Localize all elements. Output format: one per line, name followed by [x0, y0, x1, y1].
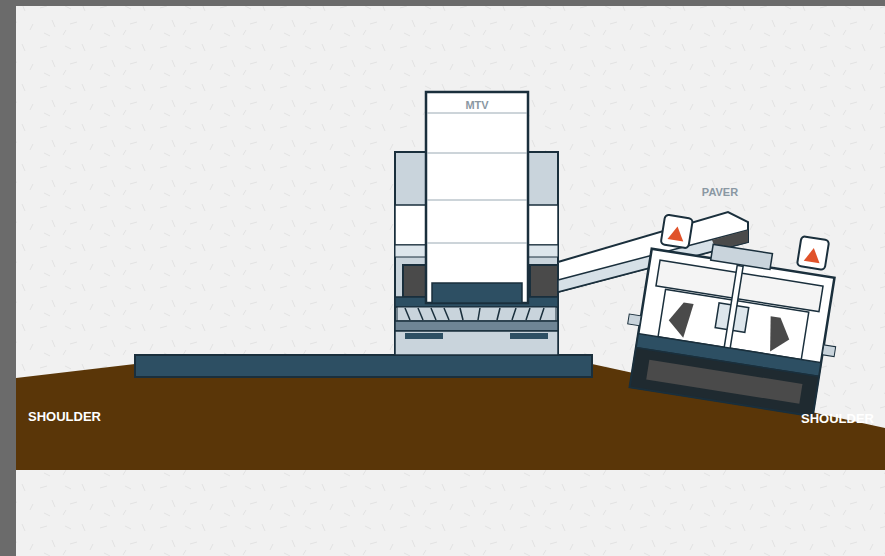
- vehicle-name: PAVER: [702, 187, 738, 198]
- shoulder-label: SHOULDER: [801, 412, 874, 425]
- vehicle-name: MTV: [465, 100, 488, 111]
- shoulder-label: SHOULDER: [28, 410, 101, 423]
